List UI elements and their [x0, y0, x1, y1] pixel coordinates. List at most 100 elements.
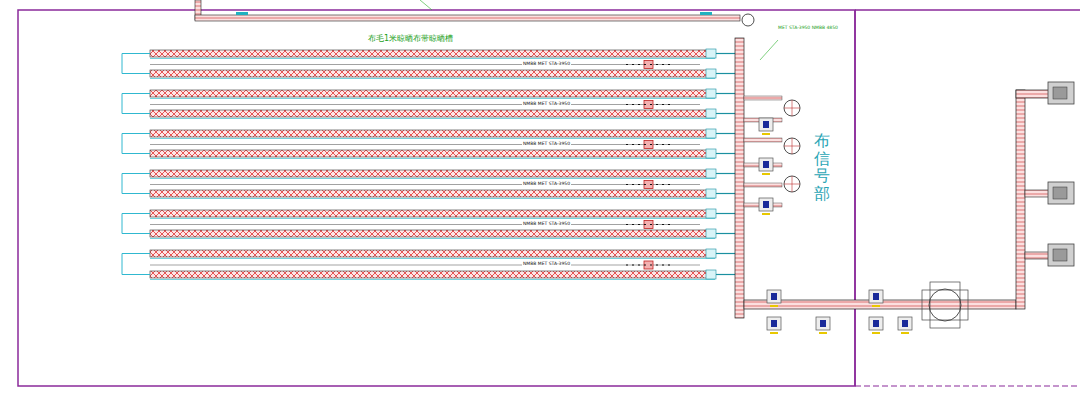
belt-drive [706, 149, 716, 158]
machine [1048, 182, 1074, 204]
station [767, 317, 781, 330]
turntable-frame [922, 290, 968, 320]
transfer [716, 193, 735, 194]
return-loop [122, 134, 150, 154]
transfer [716, 173, 735, 174]
return-loop [122, 254, 150, 275]
belt-drive [706, 249, 716, 258]
return-loop [122, 214, 150, 234]
station-tag [901, 332, 909, 334]
station-core [820, 320, 826, 327]
return-loop [122, 54, 150, 74]
part-label: NMBB MET STA-3950 [522, 102, 571, 107]
belt-drive [706, 49, 716, 58]
belt-drive [706, 69, 716, 78]
belt-drive [706, 169, 716, 178]
drive-shaft [150, 265, 700, 266]
drying-belt [150, 271, 715, 278]
drying-belt [150, 90, 715, 97]
transfer [716, 93, 735, 94]
belt-rail [150, 158, 715, 159]
dash-mark [626, 265, 672, 266]
station-core [763, 161, 769, 168]
belt-rail [150, 279, 715, 280]
leader [760, 40, 778, 60]
turntable [784, 100, 800, 116]
machine-part [1053, 249, 1067, 261]
belt-rail [150, 178, 715, 179]
drying-belt [150, 170, 715, 177]
drive-shaft [150, 104, 700, 105]
dash-mark [626, 144, 672, 145]
machine-part [1053, 87, 1067, 99]
conveyor [1016, 90, 1050, 98]
conveyor [1025, 190, 1049, 197]
branch [744, 96, 782, 100]
branch [744, 183, 782, 187]
belt-drive [706, 129, 716, 138]
drying-belt [150, 50, 715, 57]
belt-rail [150, 258, 715, 259]
belt-drive [706, 229, 716, 238]
station [869, 290, 883, 303]
station-tag [762, 133, 770, 135]
station-core [771, 320, 777, 327]
station [759, 158, 773, 171]
belt-rail [150, 238, 715, 239]
belt-drive [706, 209, 716, 218]
belt-rail [150, 58, 715, 59]
conveyor [735, 38, 744, 318]
sensor [700, 12, 712, 15]
drying-belt [150, 230, 715, 237]
belt-rail [150, 78, 715, 79]
turntable [784, 176, 800, 192]
conveyor [1016, 90, 1025, 309]
drive-shaft [150, 64, 700, 65]
belt-drive [706, 189, 716, 198]
part-label: NMBB MET STA-3950 [522, 182, 571, 187]
drying-belt [150, 210, 715, 217]
turntable-cross [784, 100, 800, 116]
part-label: NMBB MET STA-3950 [522, 62, 571, 67]
station-tag [872, 332, 880, 334]
station [759, 118, 773, 131]
turntable-cross [784, 138, 800, 154]
transfer [716, 53, 735, 54]
drying-belt [150, 190, 715, 197]
transfer [716, 213, 735, 214]
return-loop [122, 94, 150, 114]
part-label: 布毛1米晾晒布带晾晒槽 [368, 35, 453, 44]
transfer [716, 274, 735, 275]
leader [420, 0, 432, 10]
turntable-frame [930, 282, 960, 328]
part-label: NMBB MET STA-3950 [522, 262, 571, 267]
turntable [929, 289, 961, 321]
vertical-note: 布信号部 [814, 132, 830, 202]
part-label: MET STA-3950 NMBB 4850 [778, 26, 838, 31]
machine-part [1053, 187, 1067, 199]
dash-mark [626, 104, 672, 105]
machine [1048, 244, 1074, 266]
station-tag [819, 332, 827, 334]
belt-drive [706, 270, 716, 279]
drying-belt [150, 150, 715, 157]
drawing-frame [18, 10, 855, 386]
conveyor [1025, 252, 1049, 259]
station [869, 317, 883, 330]
station-core [873, 293, 879, 300]
station [816, 317, 830, 330]
drying-belt [150, 130, 715, 137]
transfer [716, 133, 735, 134]
station-core [763, 121, 769, 128]
belt-rail [150, 198, 715, 199]
transfer [716, 233, 735, 234]
drying-belt [150, 110, 715, 117]
transfer [716, 73, 735, 74]
sensor [236, 12, 248, 15]
drive-shaft [150, 144, 700, 145]
turntable [742, 14, 754, 26]
belt-rail [150, 218, 715, 219]
station-tag [762, 213, 770, 215]
